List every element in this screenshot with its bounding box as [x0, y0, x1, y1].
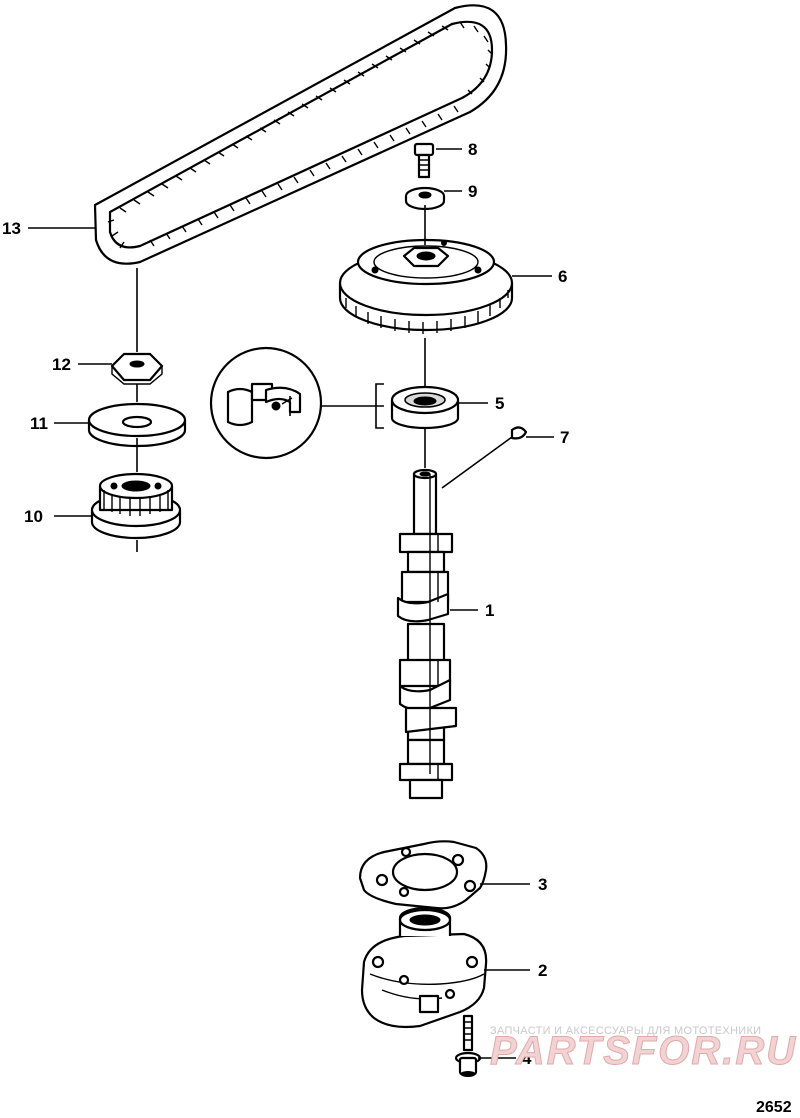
callout-13: 13 [2, 219, 21, 238]
oil-seal-part-5 [390, 385, 460, 430]
callout-9: 9 [468, 182, 477, 201]
callout-5: 5 [495, 394, 504, 413]
hex-nut-part-12 [110, 352, 164, 385]
callout-10: 10 [24, 507, 43, 526]
callout-8: 8 [468, 140, 477, 159]
crank-sprocket-part-10 [90, 472, 182, 540]
callout-12: 12 [52, 355, 71, 374]
seal-detail-inset [209, 346, 384, 460]
callout-2: 2 [538, 961, 547, 980]
callout-6: 6 [558, 267, 567, 286]
housing-part-2 [360, 906, 488, 1029]
callout-4: 4 [522, 1049, 532, 1068]
washer-part-11 [87, 402, 187, 448]
flange-bolt-part-4 [454, 1014, 482, 1077]
callout-11: 11 [30, 414, 48, 433]
camshaft-pulley-part-6 [338, 238, 514, 334]
leader-lines [28, 148, 554, 1059]
watermark-logo: PARTSFOR.RU [490, 1029, 797, 1073]
callout-numbers: 1 2 3 4 5 6 7 8 9 10 11 12 13 [2, 140, 569, 1068]
bolt-part-8 [413, 142, 435, 179]
woodruff-key-part-7 [510, 426, 528, 440]
watermark-caption: ЗАПЧАСТИ И АКСЕССУАРЫ ДЛЯ МОТОТЕХНИКИ [490, 1025, 761, 1037]
gasket-part-3 [358, 840, 488, 910]
callout-7: 7 [560, 428, 569, 447]
callout-3: 3 [538, 875, 547, 894]
figure-number: 2652 [756, 1099, 792, 1116]
camshaft-part-1 [396, 468, 458, 800]
timing-belt-part-13 [93, 4, 508, 265]
assembly-lines [136, 205, 426, 552]
watermark: ЗАПЧАСТИ И АКСЕССУАРЫ ДЛЯ МОТОТЕХНИКИ PA… [490, 1025, 797, 1074]
callout-1: 1 [485, 601, 494, 620]
